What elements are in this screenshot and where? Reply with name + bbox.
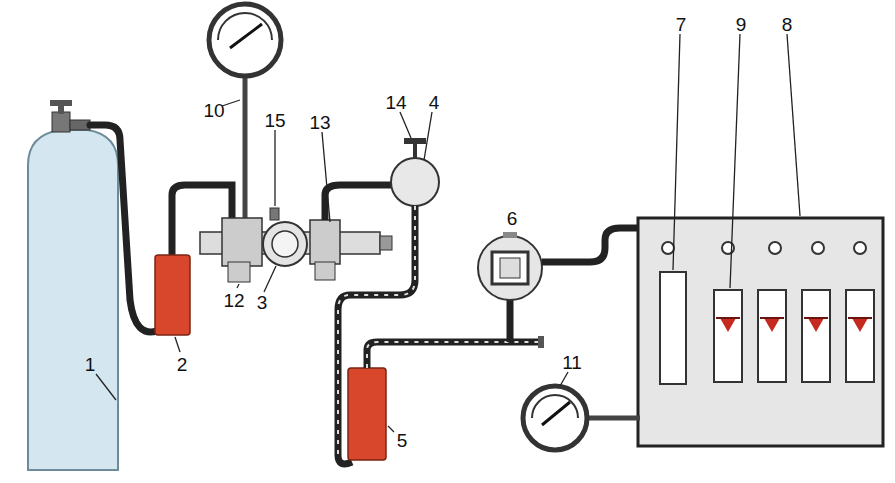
callout-number: 2 bbox=[177, 355, 188, 374]
callout-number: 1 bbox=[85, 355, 96, 374]
gauge-stem bbox=[585, 416, 640, 421]
callout-number: 13 bbox=[309, 113, 330, 132]
leader-lines bbox=[96, 34, 800, 432]
rotameter-panel bbox=[638, 218, 883, 446]
callout-number: 7 bbox=[676, 15, 687, 34]
pressure-gauge bbox=[523, 386, 587, 450]
hose bbox=[338, 206, 415, 464]
filter bbox=[348, 368, 386, 460]
callout-number: 15 bbox=[264, 111, 285, 130]
hose bbox=[367, 342, 540, 368]
rotameter-tube bbox=[714, 290, 874, 382]
gauge-stem bbox=[243, 75, 248, 222]
pressure-reducer bbox=[200, 208, 392, 282]
hose bbox=[507, 300, 514, 342]
callout-number: 6 bbox=[507, 209, 518, 228]
callout-number: 12 bbox=[223, 291, 244, 310]
gauge-needle bbox=[230, 24, 262, 48]
hose bbox=[325, 185, 392, 220]
callout-number: 14 bbox=[385, 93, 406, 112]
filter bbox=[155, 255, 190, 335]
hose-highlight bbox=[367, 342, 540, 368]
callout-number: 11 bbox=[562, 353, 582, 372]
callout-number: 10 bbox=[203, 101, 224, 120]
callout-number: 4 bbox=[429, 93, 440, 112]
callout-number: 5 bbox=[397, 431, 408, 450]
pressure-gauge bbox=[209, 4, 281, 76]
gas-cylinder bbox=[28, 100, 118, 470]
flow-device bbox=[478, 232, 542, 300]
callout-number: 9 bbox=[736, 15, 747, 34]
tee-outlet bbox=[538, 336, 544, 348]
valve bbox=[391, 138, 439, 206]
callout-number: 3 bbox=[257, 293, 268, 312]
hose bbox=[90, 125, 160, 332]
gauge-needle bbox=[542, 402, 570, 425]
callout-number: 8 bbox=[782, 15, 793, 34]
